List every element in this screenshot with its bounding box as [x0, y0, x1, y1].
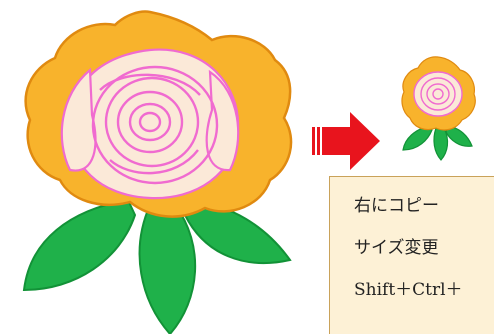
large-rose-leaves [22, 198, 292, 334]
small-rose-leaves [402, 125, 473, 161]
callout-line-copy: 右にコピー [354, 196, 439, 216]
callout-line-resize: サイズ変更 [354, 238, 439, 258]
small-rose-icon[interactable] [401, 56, 476, 161]
large-rose-icon[interactable] [22, 10, 293, 334]
callout-line-shortcut: Shift＋Ctrl＋ [354, 280, 463, 300]
instruction-callout: 右にコピー サイズ変更 Shift＋Ctrl＋ [329, 176, 494, 334]
small-rose-petal-lines [420, 77, 456, 111]
large-rose-petal-lines [91, 65, 219, 185]
arrow-right-icon [312, 112, 380, 170]
